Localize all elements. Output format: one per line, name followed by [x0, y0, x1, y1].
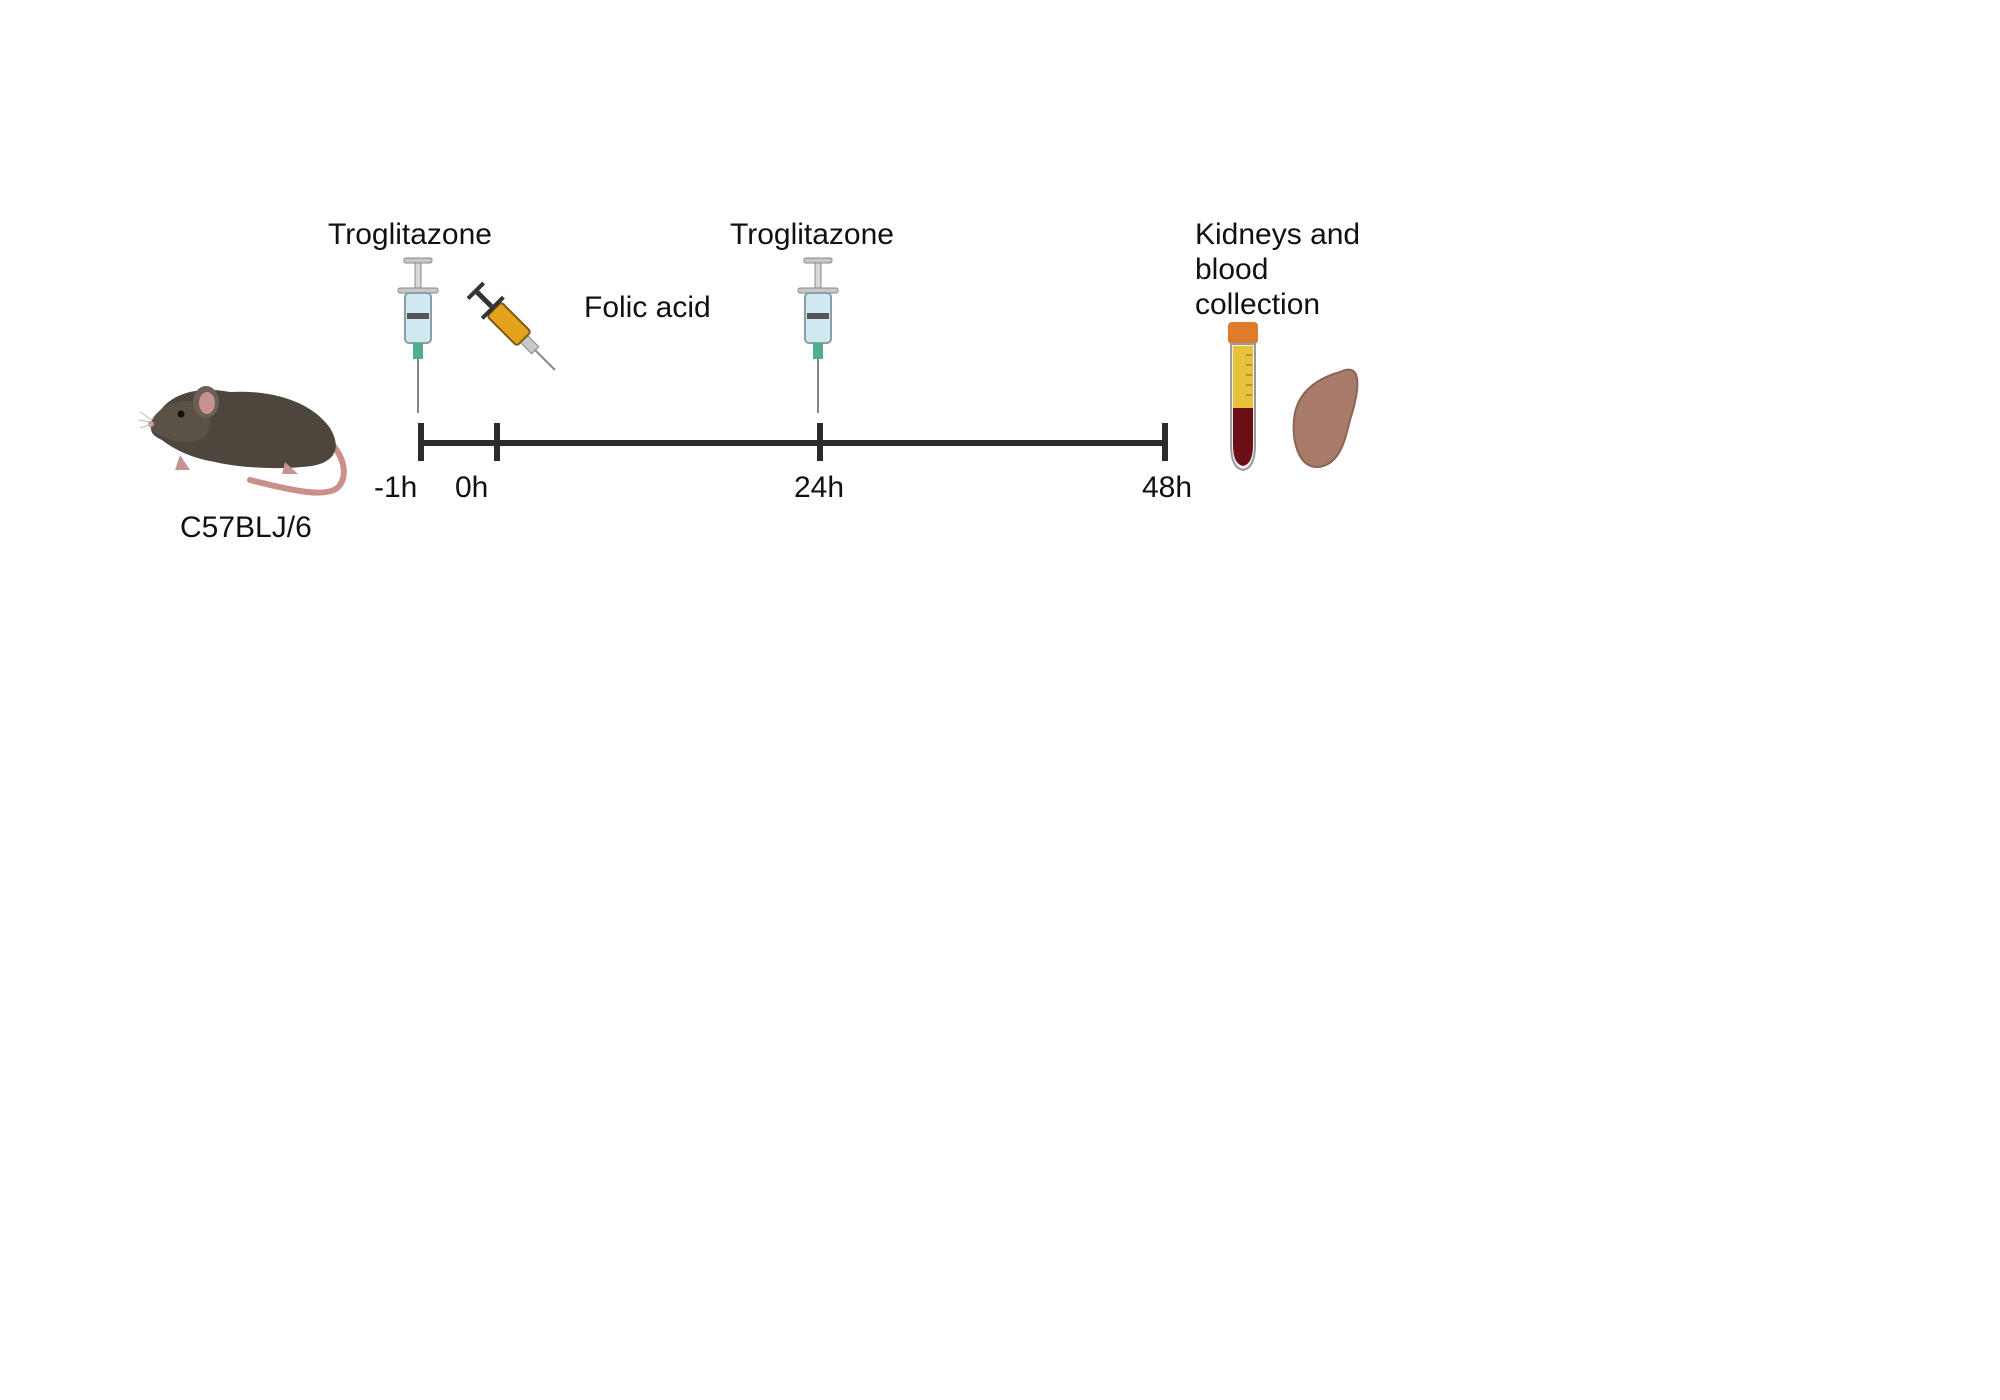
syringe-icon — [797, 257, 839, 413]
timepoint-label-48h: 48h — [1142, 471, 1193, 504]
timepoint-label-minus-1h: -1h — [374, 471, 418, 504]
timepoint-label-0h: 0h — [455, 471, 489, 504]
strain-label: C57BLJ/6 — [180, 511, 312, 544]
folic-acid-syringe-icon — [466, 281, 556, 371]
collection-label: Kidneys and blood collection — [1195, 218, 1361, 321]
mouse-icon — [137, 386, 347, 496]
syringe-icon — [397, 257, 439, 413]
timeline-axis — [418, 423, 1168, 461]
timepoint-label-24h: 24h — [794, 471, 845, 504]
folic-acid-label: Folic acid — [584, 291, 711, 324]
troglitazone-label-2: Troglitazone — [730, 218, 894, 251]
blood-tube-icon — [1228, 322, 1258, 472]
troglitazone-label-1: Troglitazone — [328, 218, 492, 251]
kidney-icon — [1292, 368, 1359, 469]
